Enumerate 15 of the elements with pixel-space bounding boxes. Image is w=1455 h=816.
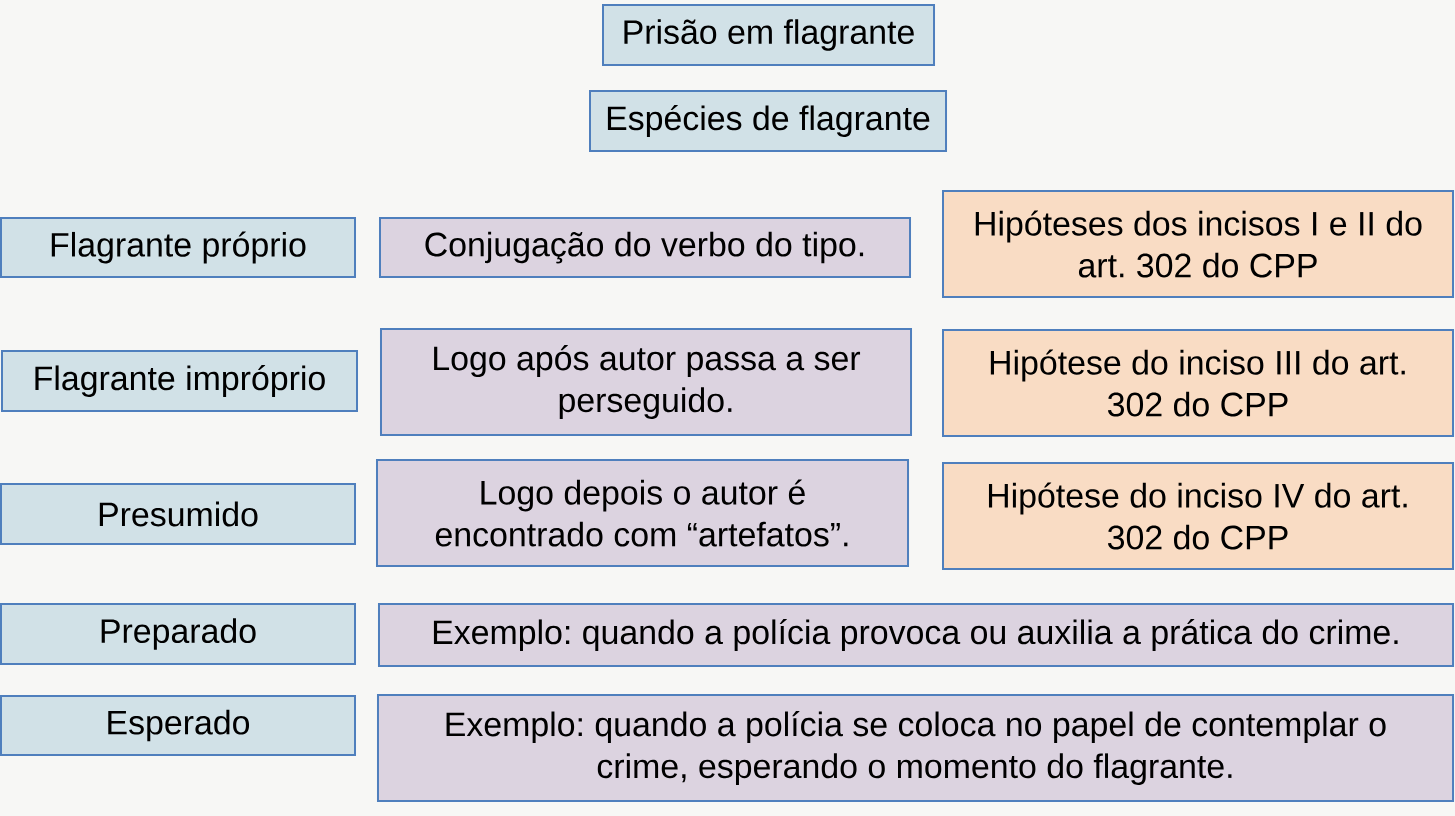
legal-basis-box: Hipótese do inciso IV do art. 302 do CPP <box>942 462 1454 570</box>
description-box: Exemplo: quando a polícia provoca ou auxilia a prática do crime. <box>378 603 1455 667</box>
heading-box: Prisão em flagrante <box>602 4 935 66</box>
heading-box: Espécies de flagrante <box>589 90 947 152</box>
description-box: Exemplo: quando a polícia se coloca no papel de contemplar o crime, esperando o momento do flagrante. <box>377 694 1455 802</box>
category-box: Presumido <box>0 483 356 545</box>
category-box: Flagrante próprio <box>0 217 356 278</box>
description-box: Conjugação do verbo do tipo. <box>379 217 911 278</box>
category-box: Esperado <box>0 695 356 756</box>
category-box: Preparado <box>0 603 356 665</box>
description-box: Logo após autor passa a ser perseguido. <box>380 328 912 436</box>
legal-basis-box: Hipóteses dos incisos I e II do art. 302 do CPP <box>942 190 1454 298</box>
description-box: Logo depois o autor é encontrado com “artefatos”. <box>376 459 909 567</box>
legal-basis-box: Hipótese do inciso III do art. 302 do CPP <box>942 329 1454 437</box>
category-box: Flagrante impróprio <box>1 350 358 412</box>
